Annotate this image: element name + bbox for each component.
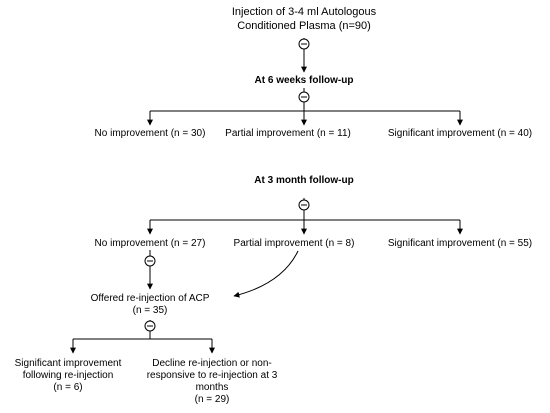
reinj-sig-line-1: Significant improvement — [14, 358, 122, 369]
toggle-root[interactable] — [298, 38, 310, 50]
reinj-sig-line-2: following re-injection — [22, 370, 114, 381]
reinj-decline-line-2: responsive to re-injection at 3 — [146, 370, 278, 381]
reinjection-outcome-significant: Significant improvement following re-inj… — [15, 358, 122, 394]
toggle-6w[interactable] — [298, 91, 310, 103]
outcome-3m-partial-improvement: Partial improvement (n = 8) — [233, 238, 355, 249]
reinjection-outcome-decline: Decline re-injection or non- responsive … — [147, 358, 278, 406]
outcome-6w-partial-improvement: Partial improvement (n = 11) — [225, 128, 351, 139]
connector-partial-to-reinjection — [233, 250, 299, 298]
toggle-3m[interactable] — [298, 199, 310, 211]
outcome-3m-significant-improvement: Significant improvement (n = 55) — [387, 238, 533, 249]
root-node: Injection of 3-4 ml Autologous Condition… — [232, 5, 376, 33]
reinj-decline-line-1: Decline re-injection or non- — [152, 358, 272, 369]
outcome-6w-no-improvement: No improvement (n = 30) — [94, 128, 206, 139]
root-line-2: Conditioned Plasma (n=90) — [237, 20, 371, 32]
reinj-sig-line-3: (n = 6) — [53, 382, 83, 393]
reinjection-node: Offered re-injection of ACP (n = 35) — [91, 293, 210, 317]
reinjection-line-2: (n = 35) — [132, 305, 168, 316]
reinj-decline-line-4: (n = 29) — [194, 394, 230, 405]
heading-3-month: At 3 month follow-up — [254, 175, 354, 186]
root-line-1: Injection of 3-4 ml Autologous — [231, 6, 377, 18]
toggle-reinjection[interactable] — [144, 320, 156, 332]
reinj-decline-line-3: months — [195, 382, 229, 393]
toggle-no-improvement-3m[interactable] — [144, 255, 156, 267]
outcome-3m-no-improvement: No improvement (n = 27) — [94, 238, 206, 249]
heading-6-weeks: At 6 weeks follow-up — [254, 75, 354, 86]
reinjection-line-1: Offered re-injection of ACP — [90, 293, 210, 304]
outcome-6w-significant-improvement: Significant improvement (n = 40) — [387, 128, 533, 139]
